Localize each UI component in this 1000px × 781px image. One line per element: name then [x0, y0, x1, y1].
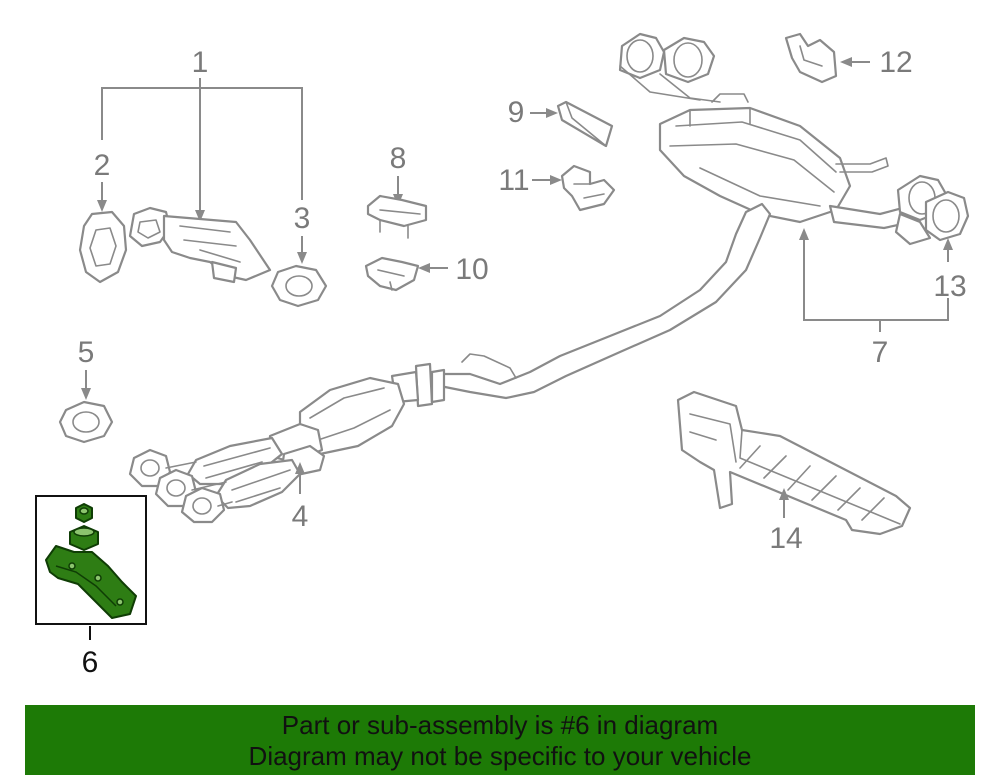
heat-shield-part-14: [676, 390, 912, 536]
callout-9: 9: [508, 96, 525, 129]
callout-6: 6: [82, 646, 99, 679]
bracket-part-8: [366, 194, 428, 239]
exhaust-system-diagram: 1 2 3 5 8 10: [35, 32, 970, 679]
catalytic-converter-part-1: [128, 206, 272, 284]
callout-8: 8: [390, 142, 407, 175]
gasket-part-5: [58, 400, 114, 444]
callout-12: 12: [879, 46, 912, 79]
callout-4: 4: [292, 500, 309, 533]
callout-11: 11: [498, 164, 529, 197]
bracket-part-12: [784, 32, 838, 84]
callout-13: 13: [933, 270, 966, 303]
bracket-part-10: [364, 256, 420, 292]
banner-line-1: Part or sub-assembly is #6 in diagram: [281, 710, 719, 740]
part-6-inset-box: [35, 495, 147, 625]
heat-shield-part-9: [556, 100, 614, 148]
exhaust-pipe-part-4: [128, 202, 772, 524]
callout-2: 2: [94, 149, 111, 182]
callout-10: 10: [455, 253, 488, 286]
callout-1: 1: [192, 46, 209, 79]
callout-5: 5: [78, 336, 95, 369]
gasket-part-3: [270, 264, 328, 308]
callout-7-leader: [803, 238, 949, 321]
bracket-part-11: [560, 164, 616, 212]
info-banner: Part or sub-assembly is #6 in diagram Di…: [25, 705, 975, 775]
banner-line-2: Diagram may not be specific to your vehi…: [248, 741, 752, 771]
callout-3: 3: [294, 202, 311, 235]
callout-1-leader: [101, 78, 303, 222]
callout-7: 7: [872, 336, 889, 369]
callout-14: 14: [769, 522, 802, 555]
rear-muffler-part-7: [618, 32, 970, 246]
gasket-part-2: [78, 210, 128, 284]
